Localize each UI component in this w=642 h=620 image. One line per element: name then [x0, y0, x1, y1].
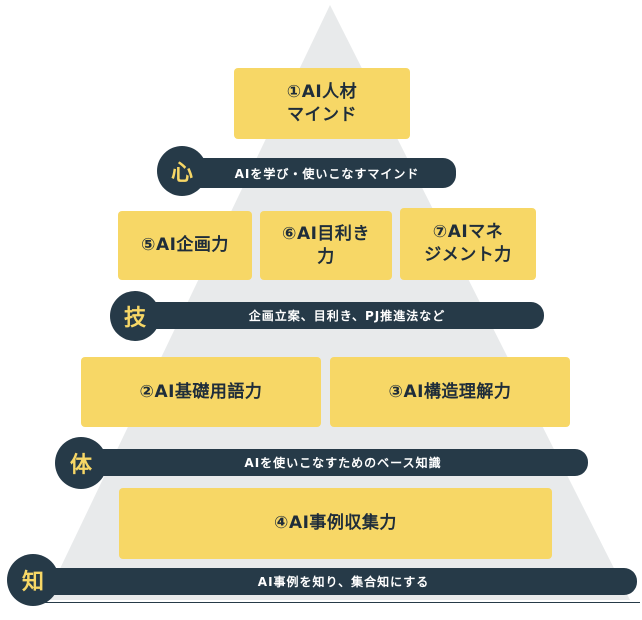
bar-skill: 企画立案、目利き、PJ推進法など	[130, 302, 544, 329]
box-ai-management: ⑦AIマネ ジメント力	[400, 208, 536, 280]
bar-mind: AIを学び・使いこなすマインド	[178, 158, 456, 188]
box-ai-case-collection: ④AI事例収集力	[119, 488, 552, 559]
bar-knowledge: AI事例を知り、集合知にする	[30, 568, 637, 595]
box-ai-planning: ⑤AI企画力	[118, 211, 252, 280]
badge-mind: 心	[157, 146, 207, 196]
badge-skill: 技	[110, 291, 160, 341]
bar-body: AIを使いこなすためのベース知識	[78, 449, 588, 476]
box-ai-basic-terms: ②AI基礎用語力	[81, 357, 321, 427]
box-ai-talent-mind: ①AI人材 マインド	[234, 68, 410, 139]
badge-knowledge: 知	[7, 554, 59, 606]
badge-body: 体	[55, 437, 107, 489]
box-ai-discernment: ⑥AI目利き 力	[260, 211, 392, 280]
box-ai-structure-understanding: ③AI構造理解力	[330, 357, 570, 427]
baseline-line	[40, 602, 640, 603]
